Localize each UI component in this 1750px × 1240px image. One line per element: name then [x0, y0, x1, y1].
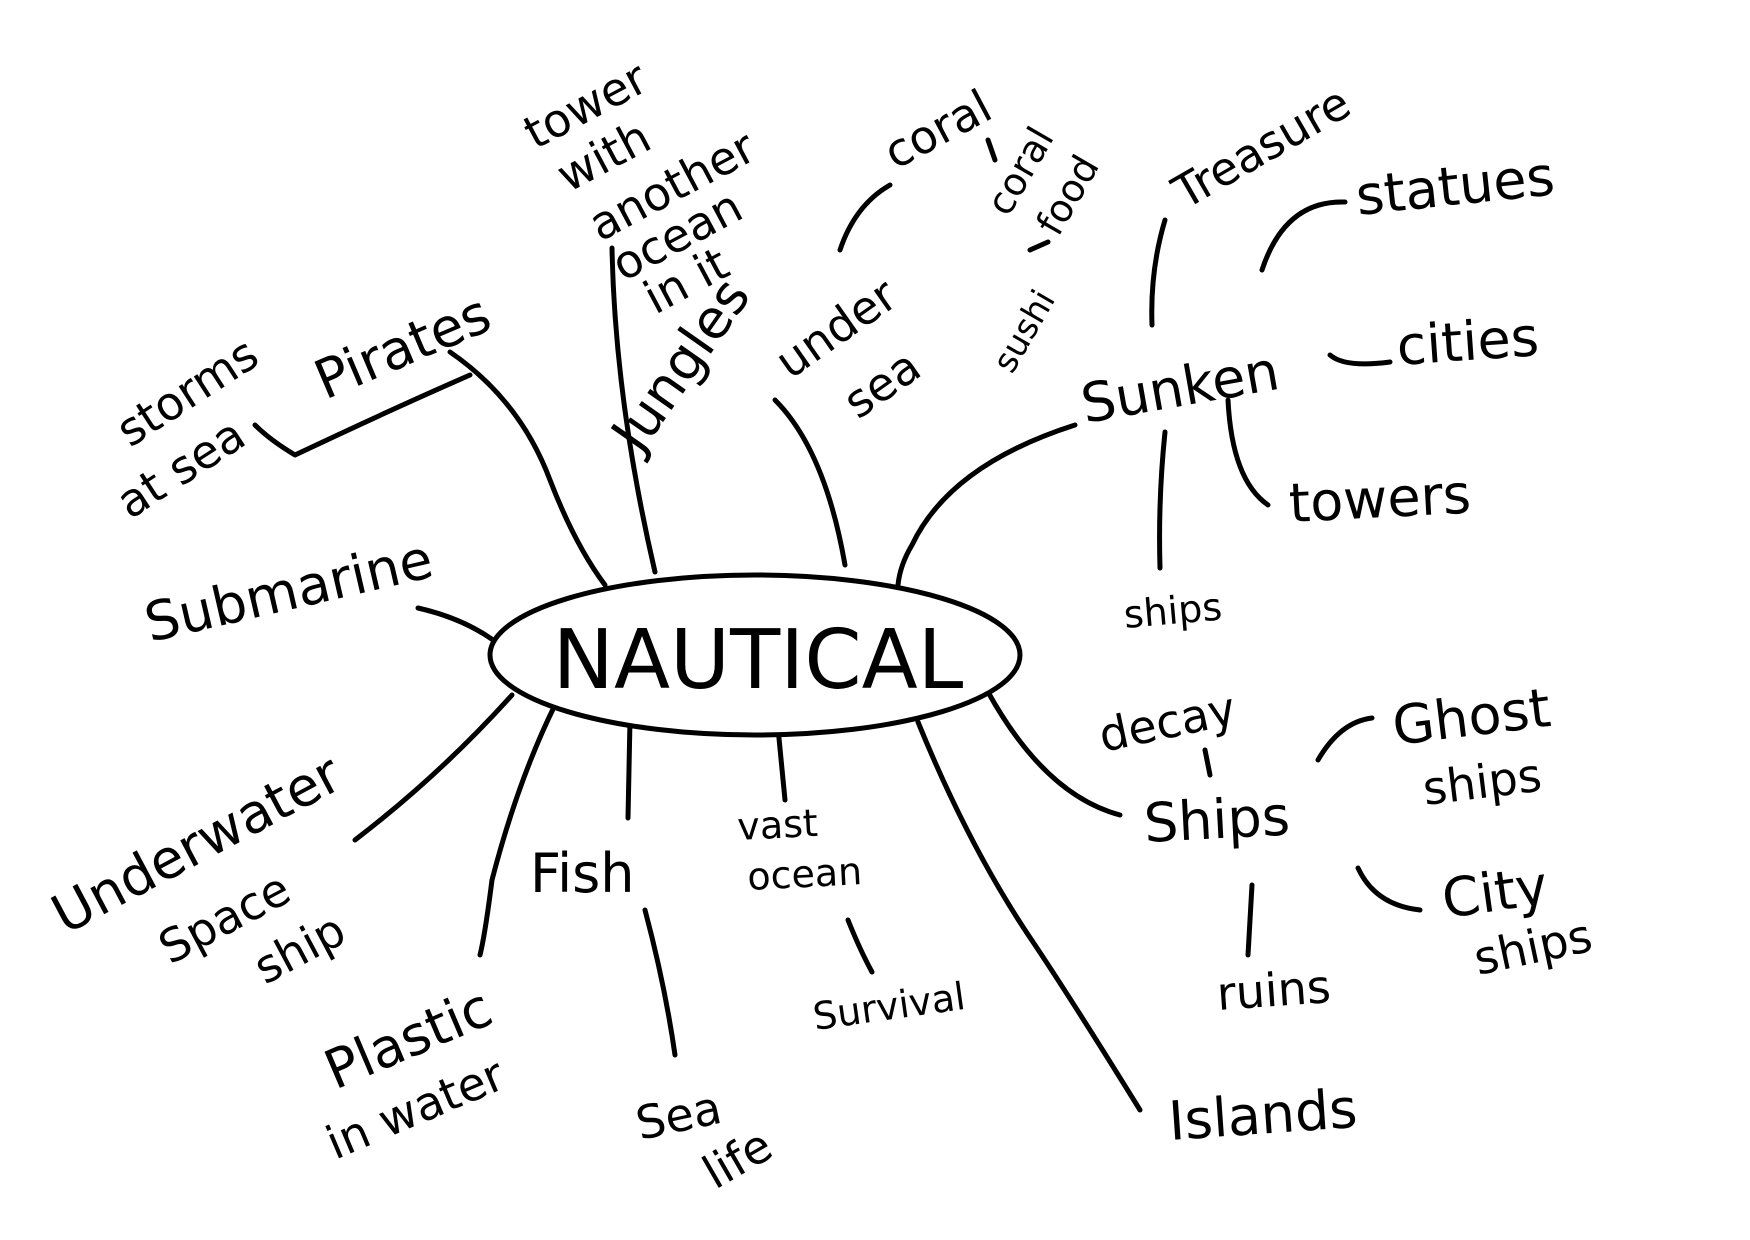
branch-line-ships-small	[1157, 429, 1168, 571]
branch-line-tower	[609, 245, 658, 575]
label-coral: coral	[875, 79, 1000, 180]
branch-line-city	[1355, 865, 1423, 913]
branch-line-sushi-tick	[1027, 239, 1051, 253]
branch-line-towers	[1225, 397, 1271, 508]
branch-line-under-coral	[837, 182, 893, 253]
label-statues: statues	[1353, 144, 1558, 227]
branch-line-fish	[625, 717, 633, 821]
branch-line-storms	[252, 372, 473, 458]
branch-line-vast	[775, 725, 788, 803]
label-fish: Fish	[530, 842, 635, 905]
label-decay: decay	[1094, 681, 1240, 763]
center-label: NAUTICAL	[553, 613, 964, 708]
center-node: NAUTICAL	[487, 572, 1023, 738]
label-city-line1: City	[1438, 854, 1552, 931]
branch-line-cities	[1327, 352, 1393, 367]
branch-line-plastic	[477, 702, 558, 958]
label-pirates: Pirates	[305, 282, 499, 412]
label-vast-line1: vast	[736, 801, 819, 849]
branch-line-pirates	[447, 349, 608, 588]
branch-lines	[252, 137, 1423, 1113]
center-ellipse	[487, 572, 1023, 738]
label-survival: Survival	[810, 974, 968, 1039]
branch-line-jungles	[772, 397, 848, 568]
label-ruins: ruins	[1215, 959, 1332, 1021]
branch-line-statues	[1259, 199, 1348, 273]
branch-line-underwater	[352, 692, 515, 843]
label-ghost-line2: ships	[1420, 748, 1545, 816]
branch-line-sunken	[895, 422, 1078, 588]
label-towers: towers	[1287, 463, 1472, 535]
branch-line-survival	[845, 917, 875, 975]
branch-line-submarine	[415, 605, 496, 643]
label-sushi: sushi	[985, 283, 1064, 379]
branch-line-islands	[915, 719, 1143, 1113]
label-sealife-line1: Sea	[631, 1080, 726, 1151]
label-sunken: Sunken	[1076, 339, 1283, 436]
label-islands: Islands	[1167, 1077, 1360, 1153]
branch-line-ruins	[1245, 882, 1255, 958]
label-cities: cities	[1395, 305, 1541, 378]
branch-line-ships	[985, 689, 1123, 818]
branch-line-ghost	[1315, 715, 1375, 763]
label-vast-line2: ocean	[746, 849, 863, 899]
label-treasure: Treasure	[1163, 75, 1360, 220]
label-submarine: Submarine	[139, 527, 439, 654]
branch-line-decay-tick	[1202, 747, 1213, 778]
label-ghost-line1: Ghost	[1389, 676, 1554, 758]
branch-line-coral-tick	[985, 137, 998, 163]
branch-line-sealife	[642, 907, 678, 1058]
branch-line-treasure	[1149, 217, 1168, 328]
label-ships-small: ships	[1122, 585, 1224, 637]
label-ships: Ships	[1142, 784, 1291, 855]
